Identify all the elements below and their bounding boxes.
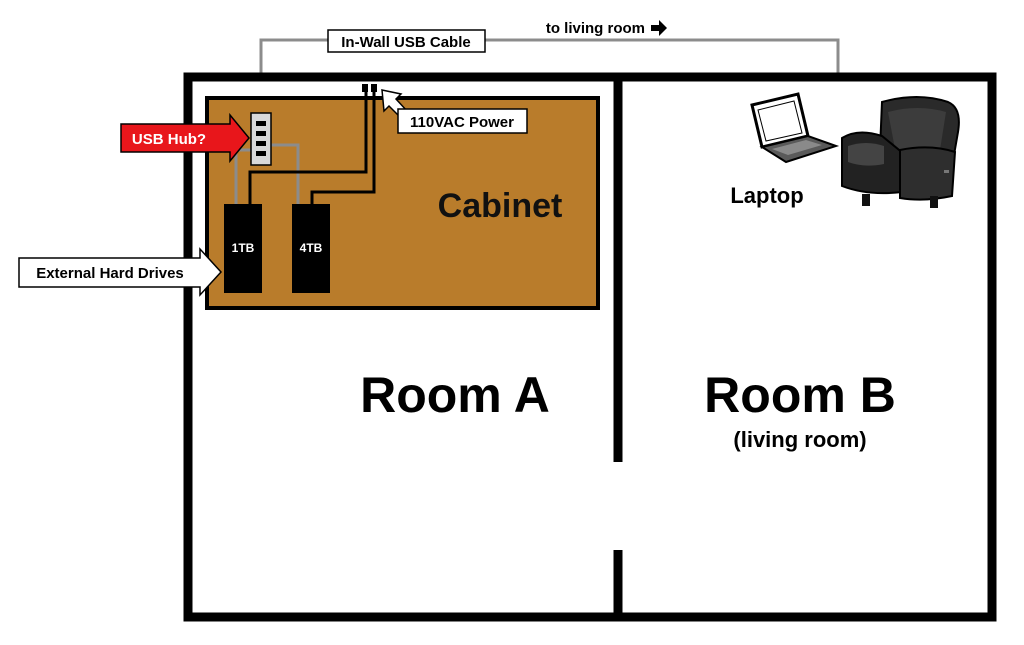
external-drives-callout xyxy=(18,247,223,297)
laptop-icon xyxy=(750,92,840,164)
usb-hub-icon xyxy=(250,112,272,166)
usb-hub-callout xyxy=(120,112,250,164)
laptop-label: Laptop xyxy=(730,183,803,208)
recliner-icon xyxy=(841,96,960,208)
power-cable-1tb xyxy=(248,88,368,205)
hard-drive-4tb xyxy=(292,204,330,293)
room-b-subtitle: (living room) xyxy=(733,427,866,452)
power-plug-icon xyxy=(362,84,377,92)
hard-drive-4tb-label: 4TB xyxy=(300,241,323,255)
power-label: 110VAC Power xyxy=(410,114,514,131)
hub-to-4tb-cable xyxy=(262,143,300,205)
usb-hub-label: USB Hub? xyxy=(132,131,206,148)
room-b-label: Room B xyxy=(704,367,896,423)
cable-label-box xyxy=(327,29,486,53)
hard-drive-1tb xyxy=(224,204,262,293)
power-cable-4tb xyxy=(310,88,376,205)
arrow-right-icon xyxy=(651,20,667,36)
cabinet-label: Cabinet xyxy=(438,187,563,225)
room-a-label: Room A xyxy=(360,367,550,423)
power-label-box xyxy=(397,108,528,134)
hard-drive-1tb-label: 1TB xyxy=(232,241,255,255)
to-living-room-label: to living room xyxy=(546,20,645,37)
external-drives-label: External Hard Drives xyxy=(36,265,184,282)
cable-label: In-Wall USB Cable xyxy=(341,34,470,51)
